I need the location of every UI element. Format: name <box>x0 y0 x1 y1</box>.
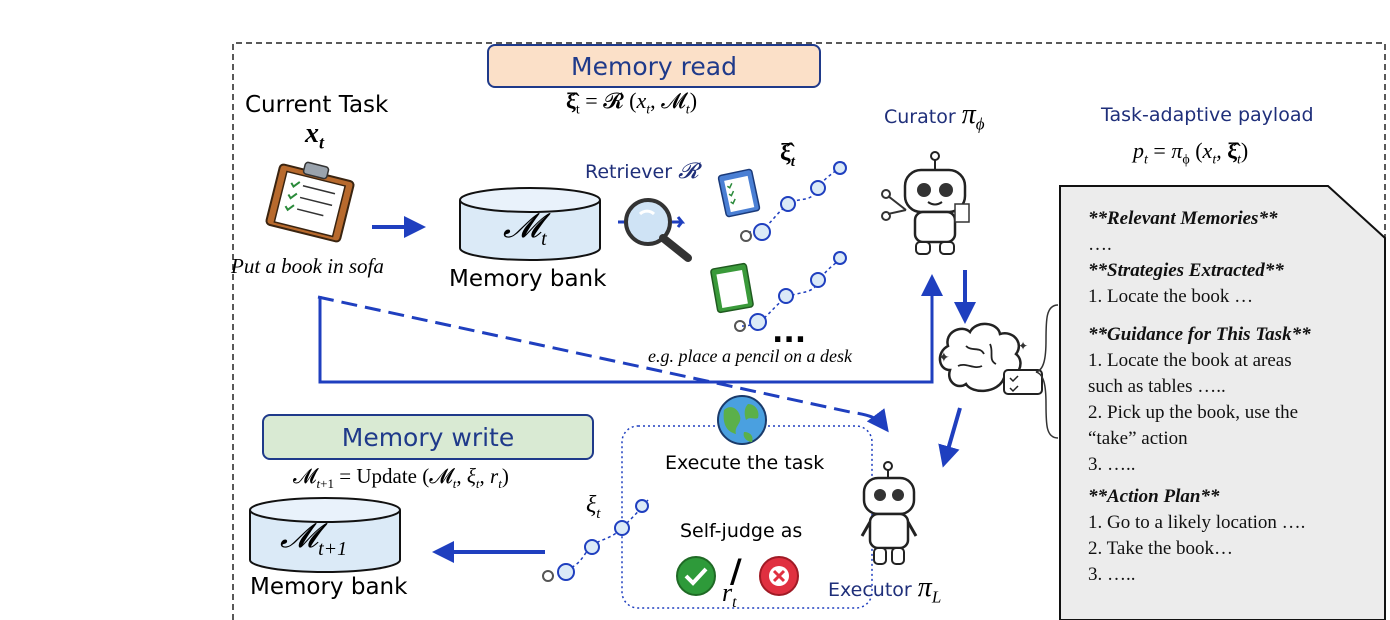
execute-dotted-box <box>621 425 873 609</box>
payload-line: 1. Locate the book at areas <box>1088 350 1292 371</box>
memory-bank-write-label: Memory bank <box>250 574 408 600</box>
curator-robot-icon <box>881 151 970 255</box>
trajectory-2 <box>710 251 847 332</box>
curator-label: Curator πϕ <box>884 99 985 134</box>
payload-line: “take” action <box>1088 428 1188 449</box>
memory-bank-read-label: Memory bank <box>449 266 607 292</box>
retriever-label: Retriever 𝓡 <box>585 158 699 183</box>
payload-line: such as tables ….. <box>1088 376 1226 397</box>
payload-line: **Action Plan** <box>1088 486 1220 507</box>
memory-read-label: Memory read <box>571 51 737 81</box>
globe-icon <box>717 395 767 445</box>
svg-text:✦: ✦ <box>938 350 950 366</box>
retrieved-example: e.g. place a pencil on a desk <box>648 346 852 366</box>
payload-line: **Relevant Memories** <box>1088 208 1278 229</box>
magnifier-icon <box>618 198 692 262</box>
payload-line: 1. Go to a likely location …. <box>1088 512 1306 533</box>
cross-icon <box>759 556 799 596</box>
payload-line: **Guidance for This Task** <box>1088 324 1311 345</box>
check-icon <box>676 556 716 596</box>
reward-symbol: rt <box>722 578 737 612</box>
arrow-task-to-curator <box>318 274 943 384</box>
memory-bank-write-symbol: 𝓜t+1 <box>280 518 348 560</box>
payload-panel <box>1059 185 1386 620</box>
executed-xi: ξt <box>586 492 601 522</box>
memory-write-label: Memory write <box>341 422 515 452</box>
trajectory-executed <box>542 499 649 582</box>
payload-spacer <box>1088 310 1378 322</box>
executor-label: Executor πL <box>828 572 942 607</box>
payload-line: 3. ….. <box>1088 564 1136 585</box>
brace <box>1035 304 1059 439</box>
payload-title: Task-adaptive payload <box>1101 104 1314 126</box>
retrieved-ellipsis: ... <box>772 315 807 350</box>
payload-line: 2. Pick up the book, use the <box>1088 402 1299 423</box>
payload-line: 3. ….. <box>1088 454 1136 475</box>
memory-read-formula: ξ̂t = 𝓡 (xt, 𝓜t) <box>566 88 698 118</box>
memory-read-pill: Memory read <box>487 44 821 88</box>
clipboard-icon <box>265 161 355 243</box>
self-judge-slash: / <box>730 552 742 590</box>
svg-text:✦: ✦ <box>1018 339 1028 353</box>
brain-icon: ✦ ✦ <box>938 322 1043 395</box>
payload-line: **Strategies Extracted** <box>1088 260 1284 281</box>
arrow-brain-to-executor <box>938 407 962 468</box>
payload-content: **Relevant Memories** …. **Strategies Ex… <box>1088 206 1378 620</box>
payload-line: …. <box>1088 234 1112 255</box>
memory-bank-read-cylinder <box>459 187 601 261</box>
payload-formula: pt = πϕ (xt, ξ̂t) <box>1133 138 1249 168</box>
memory-bank-read-symbol: 𝓜t <box>503 208 547 250</box>
executor-robot-icon <box>860 461 918 565</box>
execute-label: Execute the task <box>665 452 825 474</box>
memory-write-formula: 𝓜t+1 = Update (𝓜t, ξt, rt) <box>293 464 509 492</box>
self-judge-label: Self-judge as <box>680 520 803 542</box>
current-task-var: xt <box>305 118 325 153</box>
trajectory-1 <box>717 159 847 242</box>
current-task-title: Current Task <box>245 92 389 118</box>
current-task-example: Put a book in sofa <box>231 254 384 278</box>
memory-write-pill: Memory write <box>262 414 594 460</box>
retrieved-xi-hat: ξ̂t <box>780 140 795 170</box>
payload-line: 2. Take the book… <box>1088 538 1234 559</box>
payload-line: 1. Locate the book … <box>1088 286 1254 307</box>
outer-dashed-frame <box>232 42 1386 620</box>
memory-bank-write-cylinder <box>249 497 401 573</box>
dashed-arrow-task-to-executor <box>317 295 889 433</box>
